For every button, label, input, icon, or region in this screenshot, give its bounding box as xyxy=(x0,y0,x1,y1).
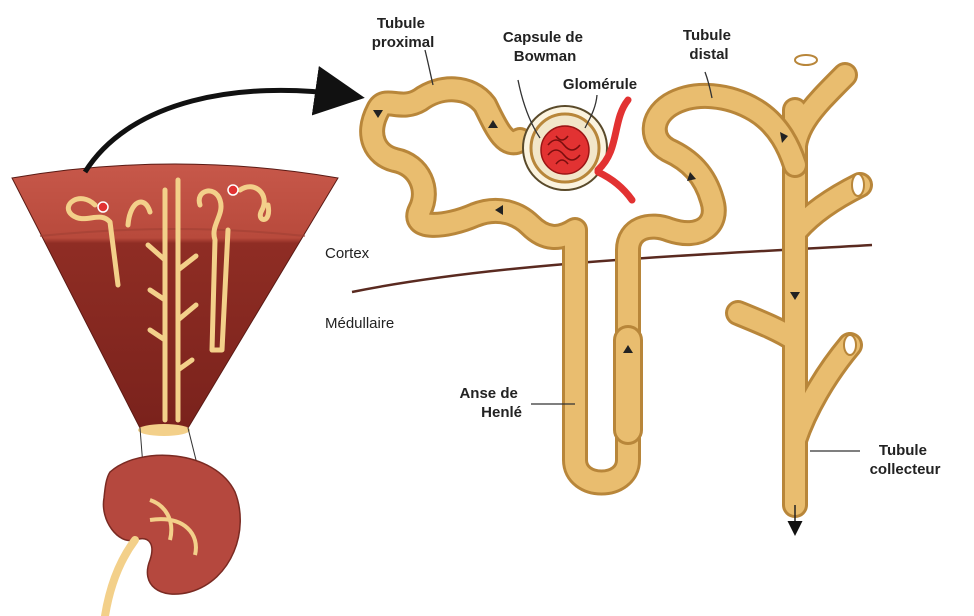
kidney-section-wedge xyxy=(12,164,338,436)
label-medullaire: Médullaire xyxy=(325,315,394,332)
zoom-arrow xyxy=(85,90,345,172)
kidney-icon xyxy=(103,455,240,616)
mini-glomerulus-right xyxy=(228,185,238,195)
label-glomerule: Glomérule xyxy=(563,76,637,93)
label-cortex: Cortex xyxy=(325,245,370,262)
label-tubule-distal: Tubule distal xyxy=(683,27,735,63)
mini-glomerulus-left xyxy=(98,202,108,212)
papilla-tip xyxy=(138,424,190,436)
label-capsule-bowman: Capsule de Bowman xyxy=(503,29,587,65)
label-tubule-collecteur: Tubule collecteur xyxy=(870,442,941,478)
label-tubule-proximal: Tubule proximal xyxy=(372,15,435,51)
cortex-medulla-wedge xyxy=(12,164,338,428)
label-anse-henle: Anse de Henlé xyxy=(459,385,522,421)
